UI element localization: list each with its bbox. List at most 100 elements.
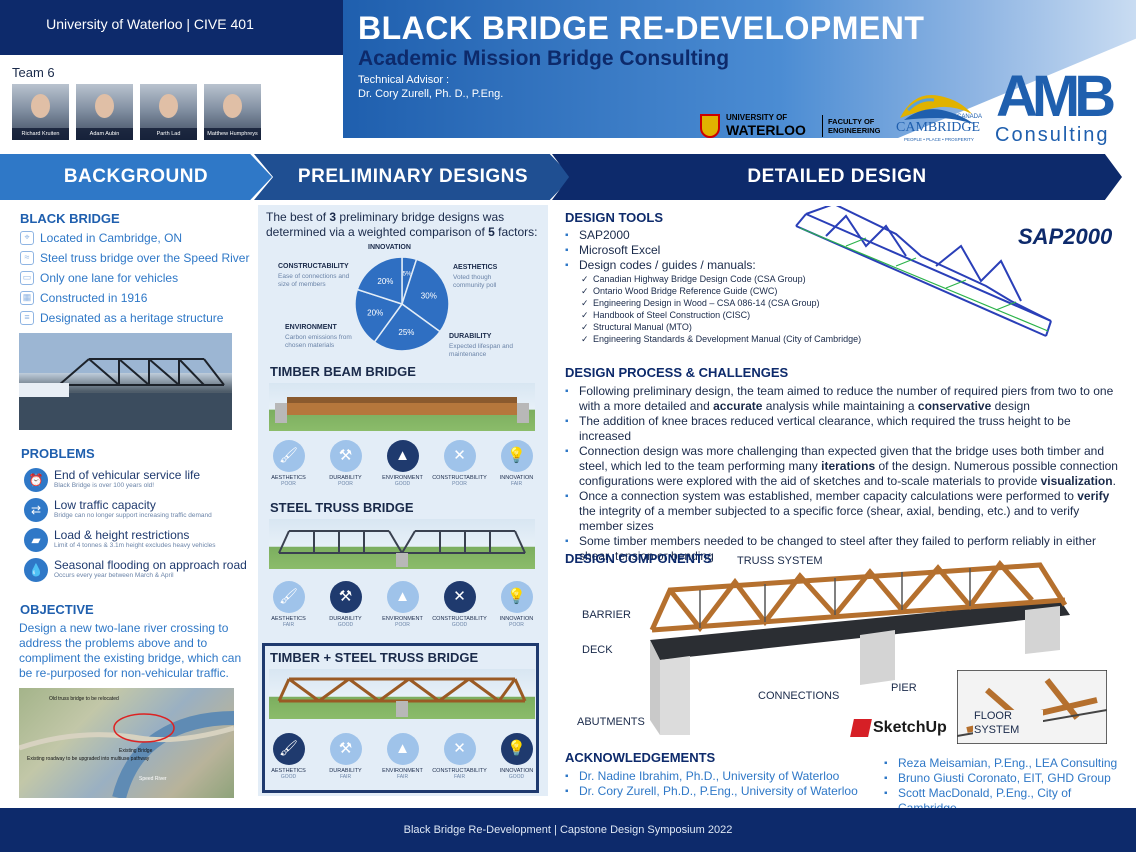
calendar-icon: ▦ xyxy=(20,291,34,305)
alarm-clock-icon: ⏰ xyxy=(24,468,48,492)
timber-beam-render xyxy=(269,383,535,431)
component-label: CONNECTIONS xyxy=(758,690,840,702)
selected-design-frame xyxy=(262,643,539,793)
pie-slice-label: 5% xyxy=(403,271,412,277)
map-label: Speed River xyxy=(139,776,167,782)
black-bridge-heading: BLACK BRIDGE xyxy=(20,211,120,226)
rating-value: POOR xyxy=(281,481,296,487)
ack-list-left: Dr. Nadine Ibrahim, Ph.D., University of… xyxy=(565,769,865,799)
map-overlay: Old truss bridge to be relocated Existin… xyxy=(18,696,235,800)
member-photo: Richard Kruiten xyxy=(12,84,69,140)
list-item: ≡Designated as a heritage structure xyxy=(20,308,260,328)
face-shape xyxy=(31,94,50,118)
member-name: Parth Lad xyxy=(140,128,197,140)
background-list: ⌖Located in Cambridge, ON ≈Steel truss b… xyxy=(20,228,260,328)
uw-logo-line2: WATERLOO xyxy=(726,122,806,138)
list-item: Once a connection system was established… xyxy=(565,489,1121,534)
list-item: ⌖Located in Cambridge, ON xyxy=(20,228,260,248)
rating-factor: ENVIRONMENT xyxy=(382,475,423,481)
problem-detail: Occurs every year between March & April xyxy=(54,572,174,579)
paintbrush-icon: 🖌 xyxy=(272,733,305,765)
rating-factor: INNOVATION xyxy=(499,475,534,481)
item-text: . xyxy=(1112,474,1116,488)
member-name: Richard Kruiten xyxy=(12,128,69,140)
intro-text: preliminary bridge designs was determine… xyxy=(266,210,505,239)
list-item: ≈Steel truss bridge over the Speed River xyxy=(20,248,260,268)
pie-label-environment: ENVIRONMENT xyxy=(285,324,337,331)
rating-factor: DURABILITY xyxy=(329,616,362,622)
highlight: accurate xyxy=(713,399,763,413)
course-band xyxy=(0,0,343,55)
list-item: Engineering Design in Wood – CSA 086-14 … xyxy=(581,297,905,309)
component-label: TRUSS SYSTEM xyxy=(737,555,823,567)
problem-title: Load & height restrictions xyxy=(54,528,190,542)
problems-heading: PROBLEMS xyxy=(21,446,95,461)
highlight: verify xyxy=(1077,489,1110,503)
design-process-list: Following preliminary design, the team a… xyxy=(565,384,1121,564)
list-item: Design codes / guides / manuals: xyxy=(565,258,905,273)
list-item: Some timber members needed to be changed… xyxy=(565,534,1121,564)
rating-value: FAIR xyxy=(453,774,466,780)
pie-label-durability: DURABILITY xyxy=(449,333,492,340)
rating-factor: CONSTRUCTABILITY xyxy=(432,616,487,622)
rating-value: GOOD xyxy=(508,774,525,780)
pie-slice xyxy=(356,256,403,306)
uw-crest-icon xyxy=(700,114,720,138)
component-label: FLOOR xyxy=(974,710,1012,722)
list-item: Dr. Cory Zurell, Ph.D., P.Eng., Universi… xyxy=(565,784,865,799)
highlight: iterations xyxy=(821,459,876,473)
preliminary-intro: The best of 3 preliminary bridge designs… xyxy=(266,210,544,240)
river-icon: ≈ xyxy=(20,251,34,265)
face-shape xyxy=(95,94,114,118)
list-item: The addition of knee braces reduced vert… xyxy=(565,414,1121,444)
intro-text: The best of xyxy=(266,210,330,224)
list-item: Engineering Standards & Development Manu… xyxy=(581,333,905,345)
rating-factor: AESTHETICS xyxy=(271,768,306,774)
pie-slice xyxy=(373,302,442,352)
rating-factor: ENVIRONMENT xyxy=(382,768,423,774)
rating-value: GOOD xyxy=(394,481,411,487)
problem-title: Low traffic capacity xyxy=(54,498,156,512)
map-label: Existing Bridge xyxy=(119,748,153,754)
pie-slice xyxy=(354,288,404,344)
course-title: University of Waterloo | CIVE 401 xyxy=(46,16,254,32)
component-label: SYSTEM xyxy=(974,724,1020,736)
factor-pie-chart: 5%30%25%20%20% xyxy=(354,256,450,352)
pie-slice-label: 25% xyxy=(398,328,414,337)
truck-icon: ▰ xyxy=(24,528,48,552)
sketchup-logo-icon xyxy=(850,719,872,737)
site-map: Old truss bridge to be relocated Existin… xyxy=(18,688,235,800)
problem-title: End of vehicular service life xyxy=(54,468,201,482)
objective-heading: OBJECTIVE xyxy=(20,602,94,617)
tools-icon: ✕ xyxy=(443,581,476,613)
poster-title: BLACK BRIDGE RE-DEVELOPMENT xyxy=(358,10,925,46)
hammer-icon: ⚒ xyxy=(329,440,362,472)
rating-value: POOR xyxy=(338,481,353,487)
timber-steel-render xyxy=(269,669,535,719)
poster-subtitle: Academic Mission Bridge Consulting xyxy=(358,47,730,70)
member-name: Adam Aubin xyxy=(76,128,133,140)
codes-list: Canadian Highway Bridge Design Code (CSA… xyxy=(565,273,905,345)
pie-note-constructability: Ease of connections and size of members xyxy=(278,273,350,288)
amb-letters: AMB xyxy=(996,64,1114,128)
component-label: ABUTMENTS xyxy=(577,716,645,728)
background-section-header: BACKGROUND xyxy=(0,154,272,200)
intro-text: factors: xyxy=(494,225,538,239)
logo-divider xyxy=(822,115,823,137)
list-item: Microsoft Excel xyxy=(565,243,905,258)
item-text: the integrity of a member subjected to a… xyxy=(579,504,1080,533)
